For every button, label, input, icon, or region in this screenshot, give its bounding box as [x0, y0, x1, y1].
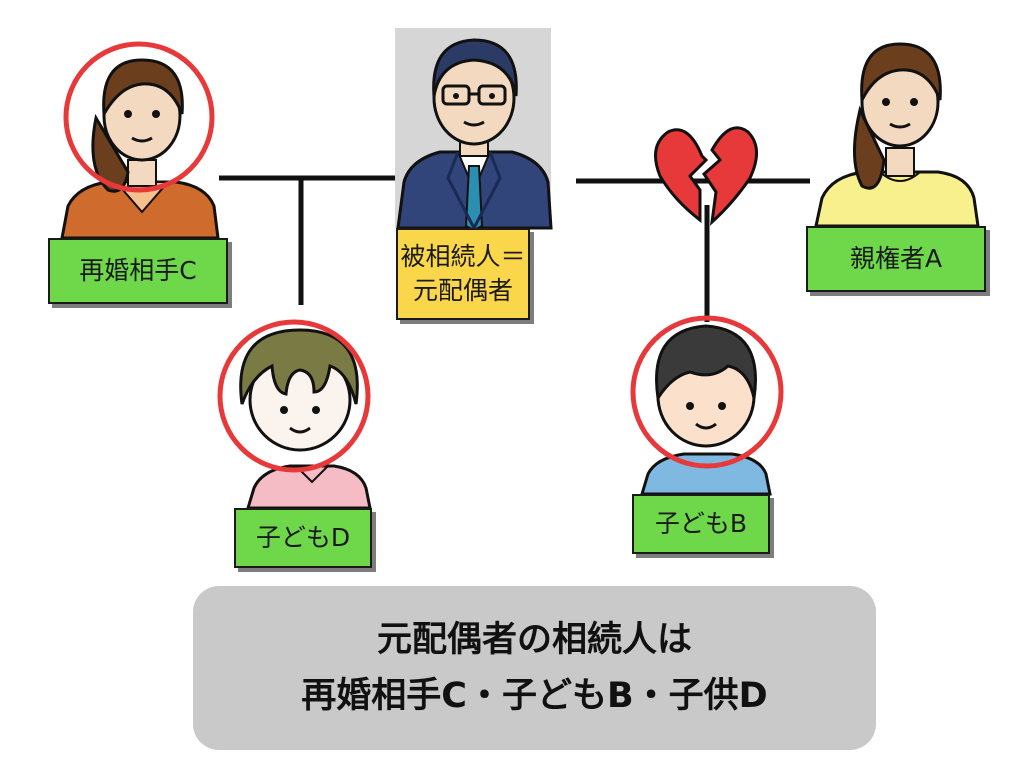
highlight-circle-b [630, 315, 784, 469]
child-b-label: 子どもB [632, 494, 770, 554]
custodial-parent-figure [814, 42, 980, 228]
custodial-parent-label: 親権者A [806, 226, 986, 292]
broken-heart-icon [654, 126, 758, 226]
heir-highlight-circles [63, 41, 784, 473]
summary-box: 元配偶者の相続人は 再婚相手C・子どもB・子供D [193, 586, 876, 750]
decedent-label-line2: 元配偶者 [412, 276, 513, 305]
remarried-partner-label: 再婚相手C [48, 238, 228, 304]
decedent-figure [395, 28, 553, 232]
decedent-label-line1: 被相続人＝ [400, 242, 526, 272]
remarried-partner-figure [60, 58, 220, 240]
summary-line2: 再婚相手C・子どもB・子供D [301, 676, 768, 716]
child-d-label: 子どもD [234, 508, 372, 568]
child-b-figure [639, 324, 772, 496]
highlight-circle-c [63, 41, 215, 193]
highlight-circle-d [217, 319, 371, 473]
child-d-figure [239, 328, 372, 510]
summary-line1: 元配偶者の相続人は [376, 620, 692, 660]
decedent-label: 被相続人＝ 元配偶者 [396, 228, 530, 320]
